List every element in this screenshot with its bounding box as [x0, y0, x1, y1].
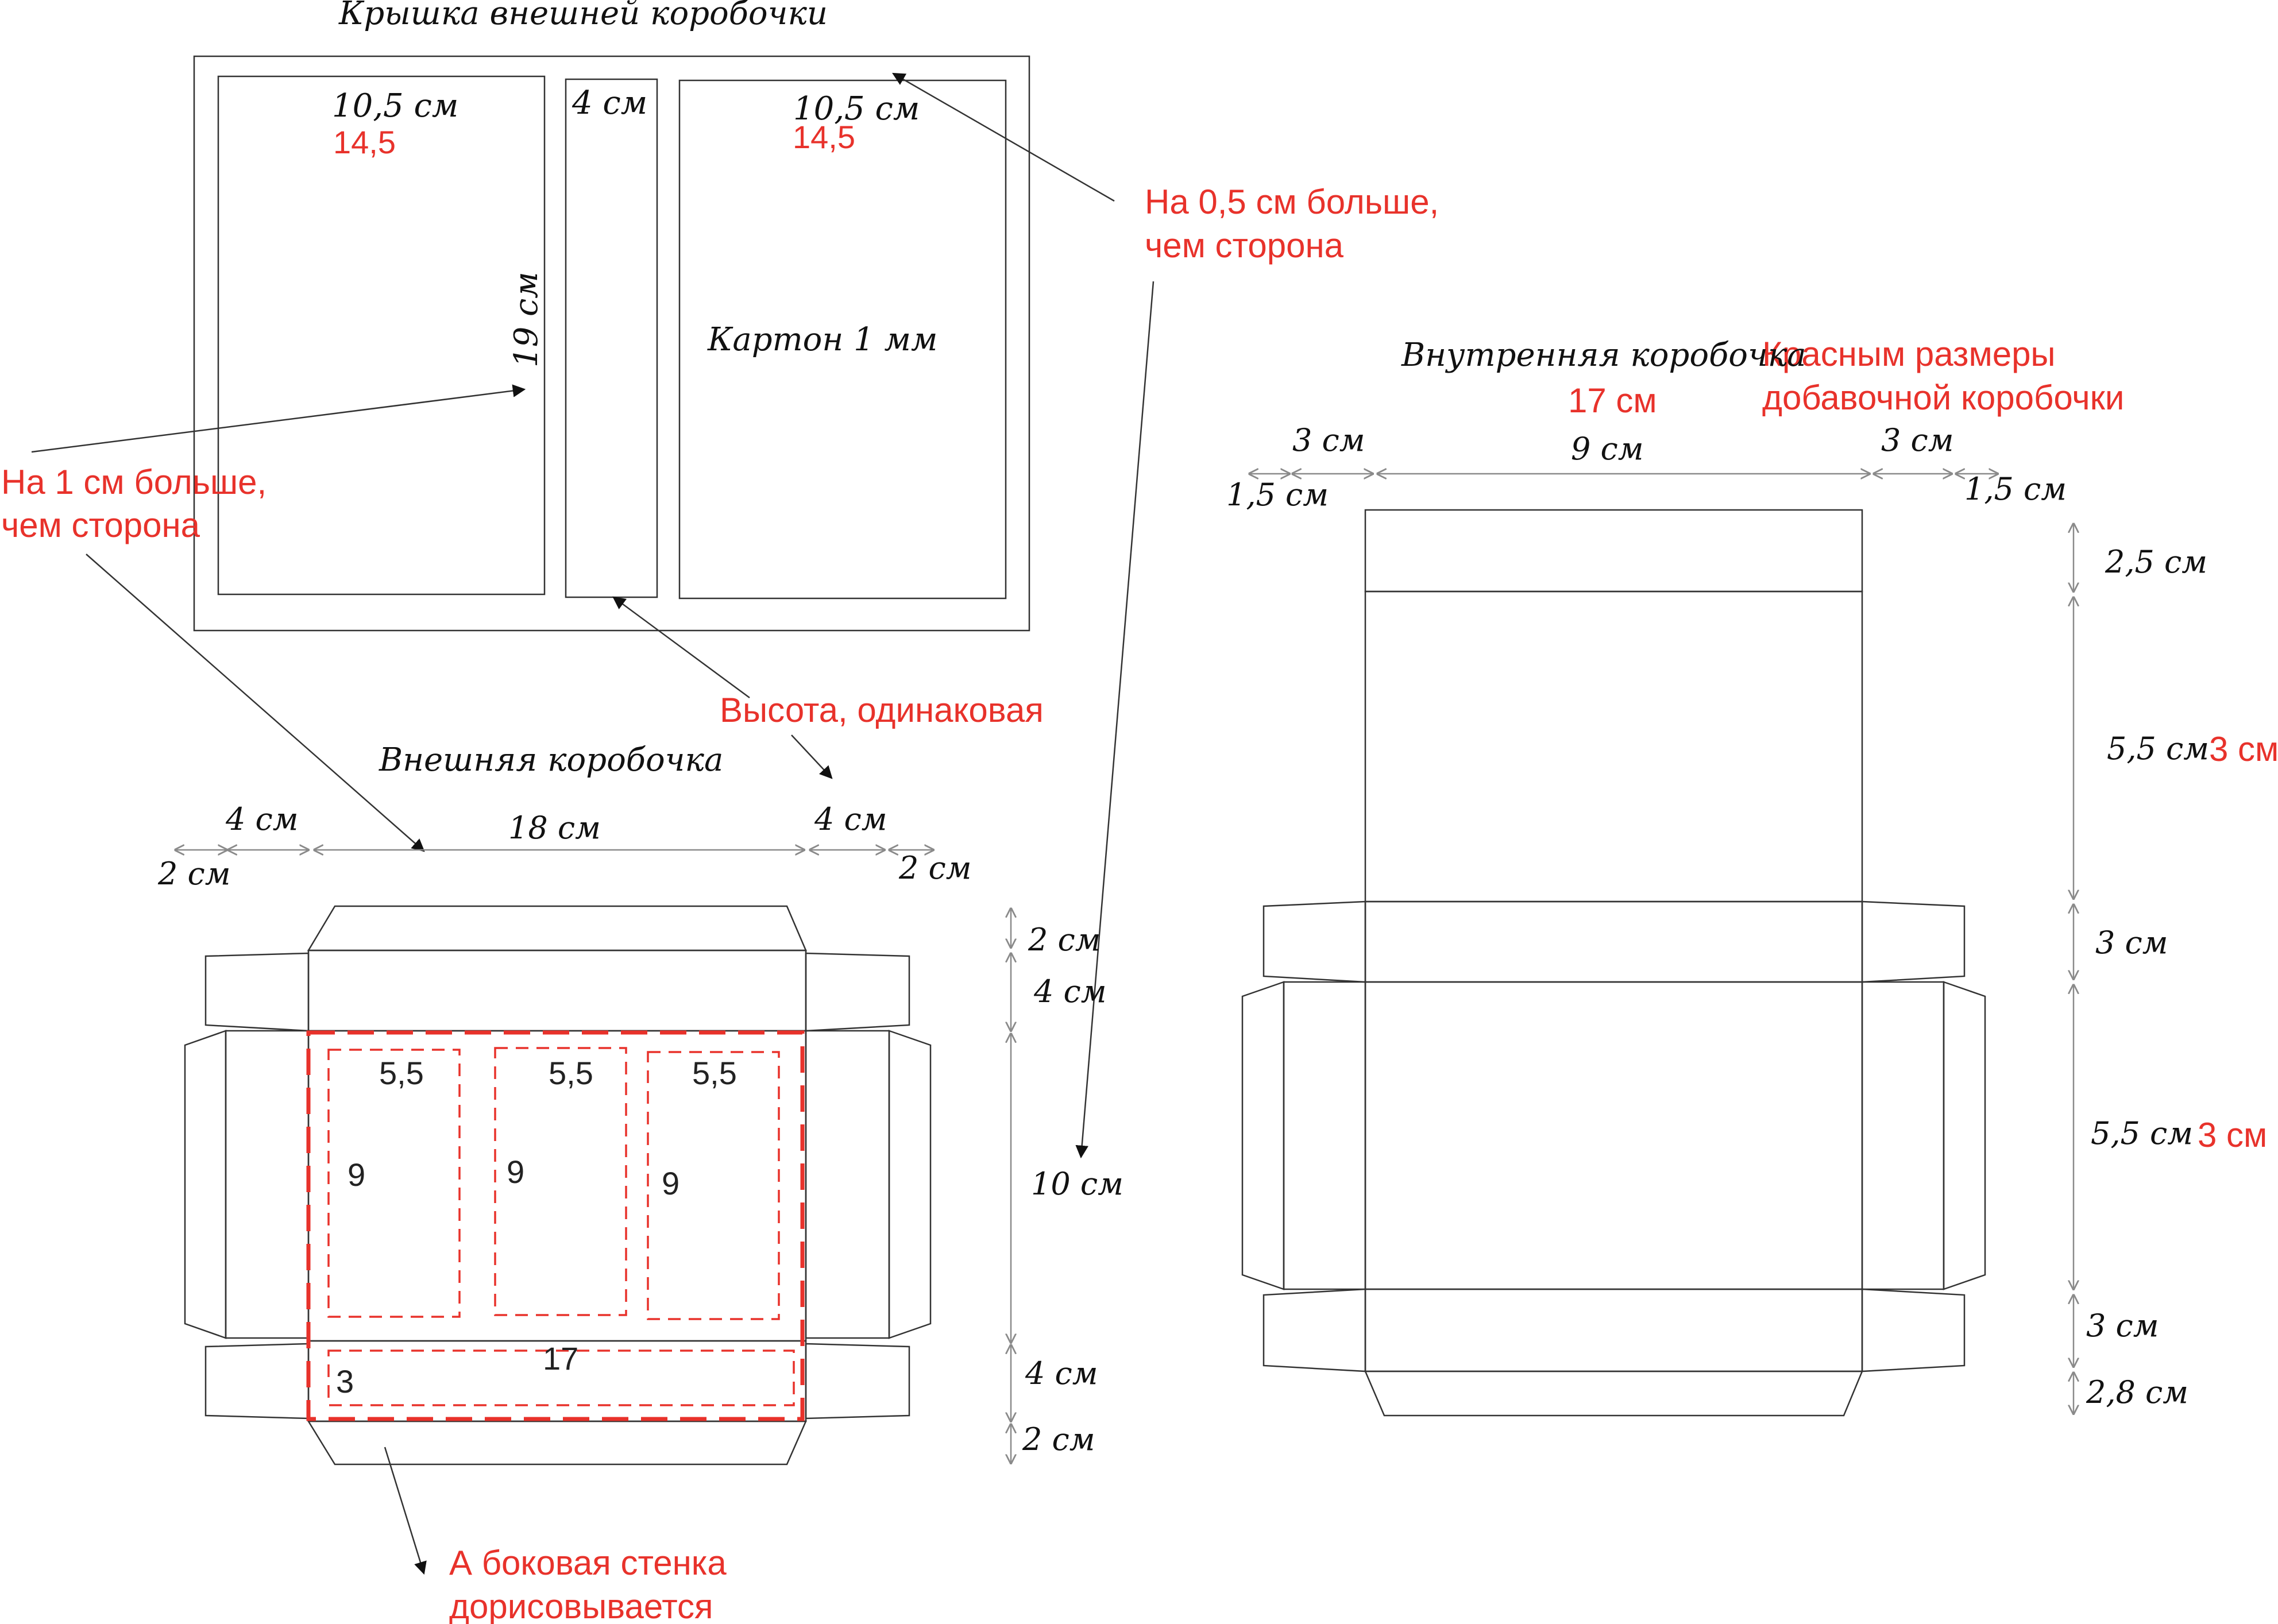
compartment-3-height: 9 [662, 1165, 679, 1201]
lid-right-width: 10,5 см [793, 90, 920, 127]
arrow-half-cm-down [1075, 281, 1155, 1159]
annotation-arrows [31, 72, 1155, 1575]
inner-dim-upper-wall: 5,5 см [2107, 730, 2209, 767]
lid-material: Картон 1 мм [707, 321, 937, 358]
inner-box-title: Внутренняя коробочка [1401, 337, 1806, 374]
arrow-height-to-lid [31, 384, 526, 453]
note-one-cm-line1: На 1 см больше, [1, 463, 267, 501]
compartment-1-height: 9 [348, 1157, 365, 1193]
compartment-1 [327, 1049, 461, 1318]
compartment-3-width: 5,5 [692, 1055, 737, 1091]
inner-top-dimensions: 1,5 см 3 см 9 см 3 см 1,5 см [1226, 422, 2067, 513]
annotation-texts: На 1 см больше, чем сторона На 0,5 см бо… [1, 183, 2124, 1624]
insert-outline [306, 1030, 805, 1421]
outer-dim-width: 18 см [508, 810, 601, 846]
outer-dim-top-wall: 4 см [1033, 973, 1107, 1010]
inner-dim-side-left: 3 см [1292, 422, 1365, 458]
lid-spine-width: 4 см [572, 84, 647, 122]
inner-dim-flap-right: 1,5 см [1964, 471, 2067, 507]
inner-dim-lower-red: 3 см [2198, 1116, 2267, 1154]
lid-title: Крышка внешней коробочки [338, 0, 828, 32]
note-side-wall-line2: дорисовывается [449, 1587, 713, 1624]
inner-dim-upper-depth: 3 см [2095, 925, 2168, 961]
arrow-height-to-flap [791, 734, 833, 779]
lid-right-panel [678, 79, 1007, 600]
compartment-2-width: 5,5 [549, 1055, 593, 1091]
inner-dim-upper-red: 3 см [2209, 730, 2278, 768]
inner-box-net [1241, 509, 1986, 1417]
note-half-cm-line1: На 0,5 см больше, [1145, 183, 1439, 221]
outer-dim-flap-right: 2 см [898, 850, 972, 886]
inner-dim-side-right: 3 см [1881, 422, 1954, 458]
arrow-height-to-spine [612, 596, 750, 699]
lid-spine-panel [565, 78, 658, 598]
outer-dim-bottom-wall: 4 см [1025, 1355, 1098, 1391]
note-side-wall-line1: А боковая стенка [449, 1544, 727, 1582]
outer-dim-depth: 10 см [1031, 1166, 1123, 1202]
compartment-bottom [327, 1350, 795, 1406]
inner-dim-width: 9 см [1571, 431, 1644, 467]
lid-outline [193, 55, 1030, 632]
inner-dim-flap-left: 1,5 см [1226, 477, 1329, 513]
outer-dim-side-right: 4 см [814, 801, 887, 837]
inner-dim-lower-depth: 3 см [2086, 1308, 2159, 1344]
arrow-one-cm-to-outer [86, 554, 425, 852]
arrow-side-wall [384, 1447, 427, 1575]
outer-dim-flap-left: 2 см [157, 856, 231, 892]
note-red-sizes-line1: Красным размеры [1762, 335, 2056, 373]
arrow-half-cm-to-lid [892, 72, 1115, 202]
insert-layout: 5,5 5,5 5,5 9 9 9 17 3 [306, 1030, 805, 1421]
inner-side-dimensions: 2,5 см 5,5 см 3 см 5,5 см 3 см 2,8 см 3 … [2074, 524, 2278, 1414]
compartment-1-width: 5,5 [379, 1055, 424, 1091]
outer-dim-side-left: 4 см [225, 801, 299, 837]
outer-box-title: Внешняя коробочка [379, 741, 723, 779]
compartment-bottom-height: 3 [336, 1363, 354, 1399]
lid-left-panel [217, 75, 546, 596]
inner-box-red-width: 17 см [1568, 381, 1657, 420]
inner-dim-top-flap: 2,5 см [2105, 544, 2207, 580]
outer-box-diagram: Внешняя коробочка 2 см 4 см 18 см 4 см 2… [157, 741, 1123, 1466]
outer-box-net [184, 905, 932, 1466]
lid-diagram: Крышка внешней коробочки 10,5 см 14,5 4 … [193, 0, 1030, 632]
lid-left-width: 10,5 см [332, 87, 458, 125]
note-height-same: Высота, одинаковая [720, 691, 1044, 729]
compartment-2-height: 9 [507, 1154, 524, 1190]
outer-top-dimensions: 2 см 4 см 18 см 4 см 2 см [157, 801, 972, 892]
note-red-sizes-line2: добавочной коробочки [1762, 378, 2124, 417]
outer-dim-bottom-flap: 2 см [1022, 1421, 1095, 1457]
note-one-cm-line2: чем сторона [1, 506, 200, 544]
inner-box-diagram: Внутренняя коробочка 17 см 1,5 см 3 см 9… [1226, 337, 2278, 1417]
lid-height: 19 см [508, 272, 545, 368]
note-half-cm-line2: чем сторона [1145, 226, 1344, 265]
lid-right-width-red: 14,5 [793, 119, 855, 155]
compartment-2 [494, 1047, 627, 1316]
lid-left-width-red: 14,5 [333, 124, 396, 160]
compartment-3 [647, 1051, 780, 1320]
outer-side-dimensions: 2 см 4 см 10 см 4 см 2 см [1011, 908, 1123, 1463]
inner-dim-bottom-flap: 2,8 см [2086, 1374, 2188, 1410]
outer-dim-top-flap: 2 см [1028, 922, 1101, 958]
compartment-bottom-width: 17 [543, 1340, 578, 1376]
inner-dim-lower-wall: 5,5 см [2091, 1115, 2193, 1151]
